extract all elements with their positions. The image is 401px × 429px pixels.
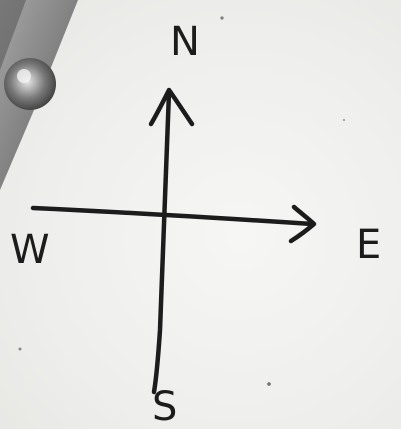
north-label: N <box>170 19 200 65</box>
north-south-line <box>154 92 169 392</box>
pencil-cap-icon <box>4 58 56 110</box>
north-arrow <box>151 90 192 392</box>
paper-specks <box>19 16 346 385</box>
west-east-line <box>33 208 312 224</box>
north-arrowhead <box>151 90 192 124</box>
pencil-highlight <box>17 69 31 83</box>
south-label: S <box>152 384 177 429</box>
pencil-object <box>0 0 78 190</box>
east-label: E <box>356 222 381 268</box>
west-label: W <box>10 227 50 273</box>
east-arrow <box>33 207 314 241</box>
